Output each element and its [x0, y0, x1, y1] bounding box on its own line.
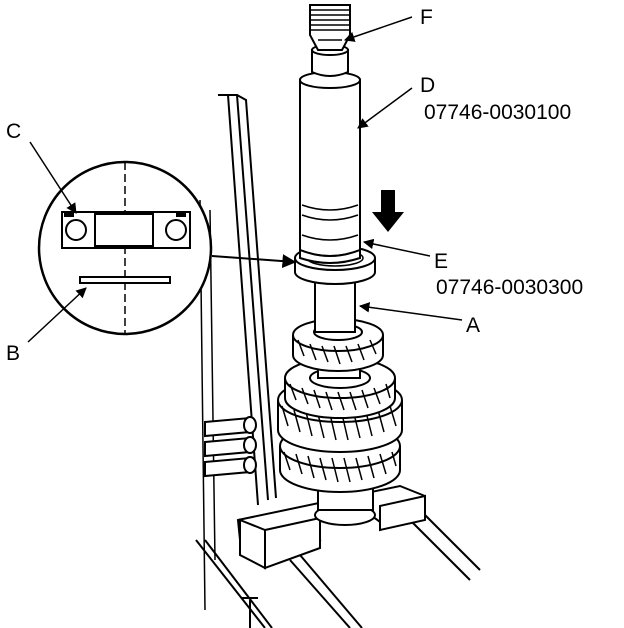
tool-f — [309, 4, 351, 77]
down-arrow-icon — [372, 190, 404, 232]
label-d: D — [420, 74, 435, 97]
part-number-d: 07746-0030100 — [424, 101, 571, 124]
leader-lines — [27, 16, 463, 343]
gear-stack — [277, 318, 403, 511]
label-f: F — [420, 6, 433, 29]
frame-pipes — [204, 416, 257, 478]
label-c: C — [6, 120, 21, 143]
label-b: B — [6, 342, 20, 365]
press-frame — [195, 94, 481, 628]
shim-detail — [79, 276, 171, 284]
part-number-e: 07746-0030300 — [436, 276, 583, 299]
bearing-detail — [61, 211, 191, 249]
label-e: E — [434, 250, 448, 273]
detail-pointer — [211, 254, 297, 269]
label-a: A — [466, 314, 480, 337]
tool-d — [299, 71, 361, 264]
